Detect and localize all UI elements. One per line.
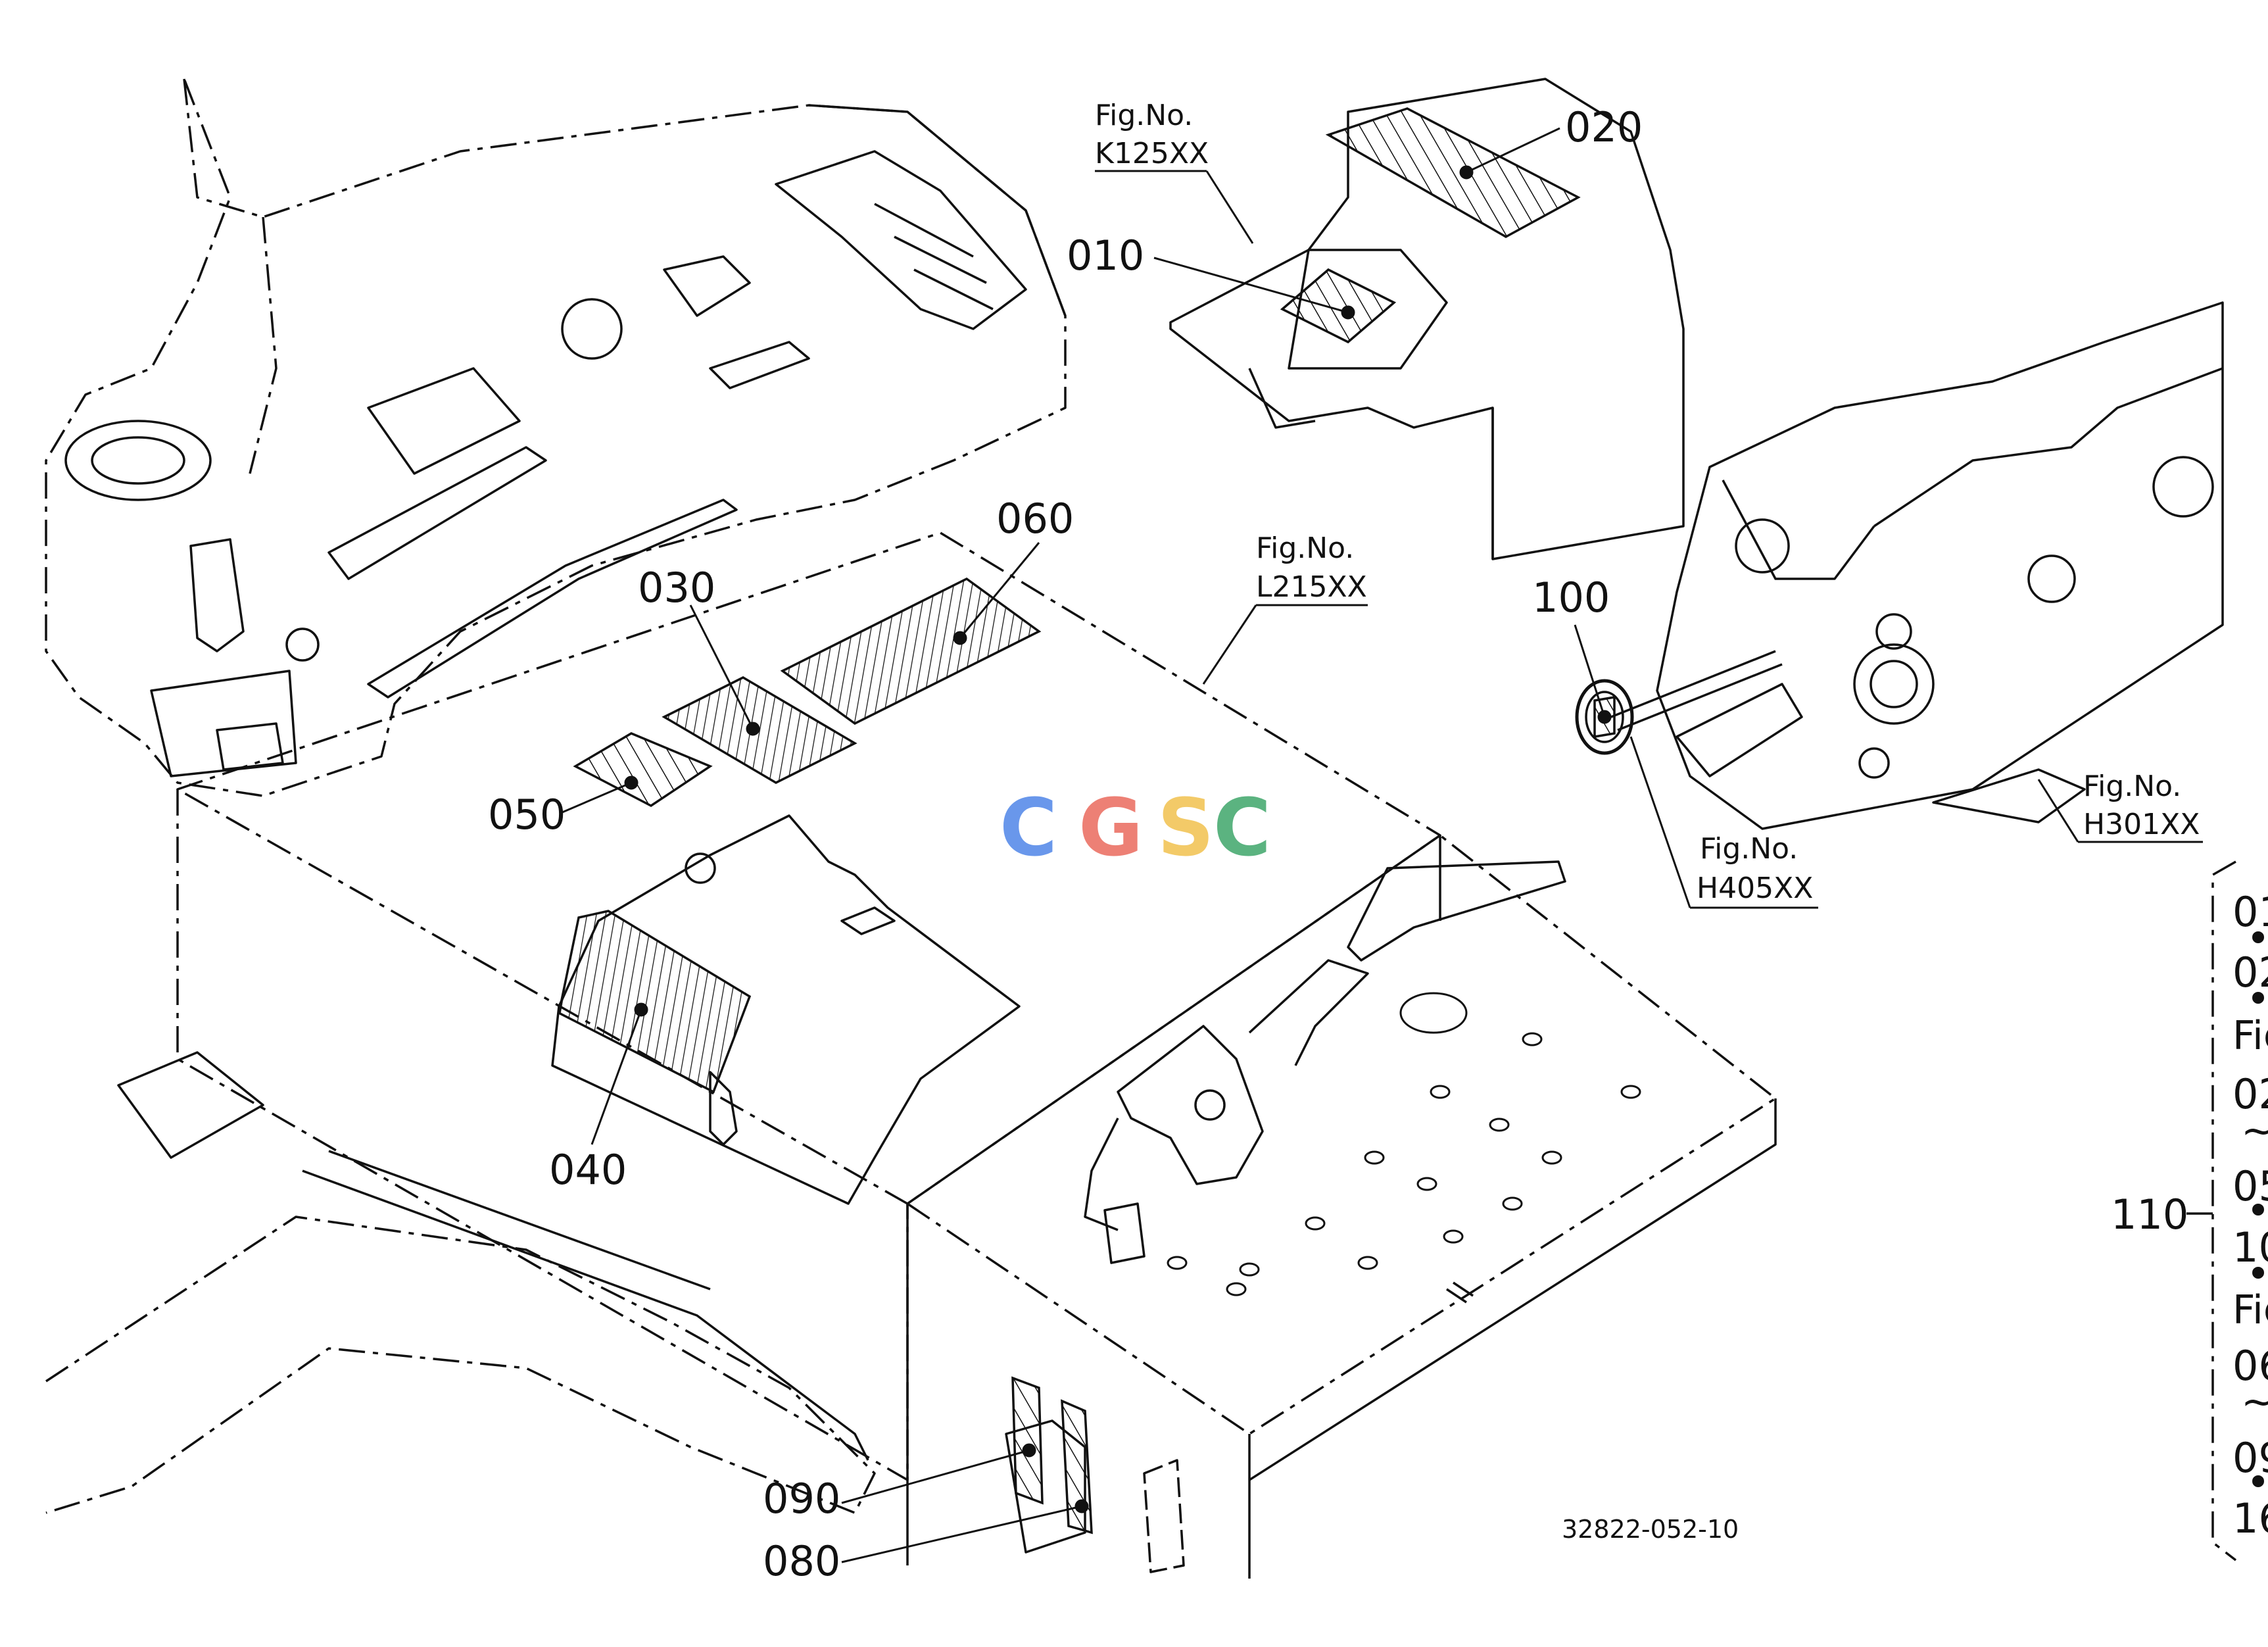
kit-legend: 110 010 • 020 • Fig.No.R10501 020 ~ 050 … — [2111, 860, 2268, 1561]
decal-090 — [1011, 1376, 1044, 1505]
kit-separator: • — [2246, 1187, 2268, 1235]
decal-060 — [780, 577, 1042, 725]
kit-item: 050 — [2232, 1162, 2268, 1210]
fig-ref-l215-prefix: Fig.No. — [1256, 531, 1354, 565]
fig-ref-h405-number: H405XX — [1697, 872, 1813, 905]
callout-110: 110 — [2111, 1191, 2188, 1239]
watermark-letter: C — [1000, 783, 1057, 874]
kit-item-fig-ref: Fig.No.R11501 — [2232, 1287, 2268, 1333]
watermark-letter: C — [1213, 783, 1271, 874]
callout-040: 040 — [549, 1146, 627, 1194]
leader-lines — [562, 127, 2203, 1563]
figure-references: Fig.No. K125XX Fig.No. L215XX Fig.No. H4… — [1095, 99, 2200, 905]
kit-separator: • — [2246, 914, 2268, 962]
fig-ref-h405-prefix: Fig.No. — [1700, 832, 1798, 866]
decal-080 — [1061, 1399, 1093, 1535]
kit-separator: • — [2246, 1458, 2268, 1506]
callout-060: 060 — [996, 495, 1074, 543]
kit-separator: ~ — [2241, 1106, 2268, 1154]
kit-bracket — [2211, 860, 2237, 1561]
fig-ref-k125-number: K125XX — [1095, 137, 1209, 170]
kit-item: 020 — [2232, 948, 2268, 996]
decal-shapes — [558, 107, 1616, 1535]
fig-ref-k125-prefix: Fig.No. — [1095, 99, 1193, 132]
kit-item: 160 — [2232, 1494, 2268, 1542]
callout-020: 020 — [1565, 103, 1643, 151]
decal-010 — [1280, 268, 1397, 344]
callout-030: 030 — [638, 564, 715, 612]
kit-item: 060 — [2232, 1342, 2268, 1390]
kit-item-fig-ref: Fig.No.R10501 — [2232, 1013, 2268, 1059]
kit-separator: • — [2246, 1250, 2268, 1298]
kit-item: 090 — [2232, 1434, 2268, 1482]
fig-ref-l215-number: L215XX — [1256, 570, 1367, 604]
callout-010: 010 — [1067, 232, 1144, 280]
decal-050 — [573, 732, 713, 808]
callout-090: 090 — [763, 1475, 840, 1523]
decal-020 — [1325, 107, 1581, 239]
callout-080: 080 — [763, 1537, 840, 1585]
kit-item: 100 — [2232, 1223, 2268, 1271]
kit-separator: • — [2246, 975, 2268, 1023]
watermark-letter: S — [1157, 783, 1214, 874]
kit-item: 020 — [2232, 1070, 2268, 1118]
tractor-drawing — [45, 78, 2224, 1579]
callout-100: 100 — [1532, 574, 1610, 622]
fig-ref-h301-number: H301XX — [2083, 808, 2200, 841]
callout-050: 050 — [488, 791, 566, 839]
kit-separator: ~ — [2241, 1377, 2268, 1425]
watermark-letter: G — [1078, 783, 1144, 874]
kit-item: 010 — [2232, 888, 2268, 936]
callout-labels: 020 010 060 030 050 040 090 080 100 — [488, 103, 1643, 1585]
cgsc-watermark: C G S C — [1000, 783, 1271, 874]
drawing-code: 32822-052-10 — [1562, 1515, 1739, 1544]
fig-ref-h301-prefix: Fig.No. — [2083, 770, 2181, 803]
decal-040 — [558, 910, 752, 1094]
